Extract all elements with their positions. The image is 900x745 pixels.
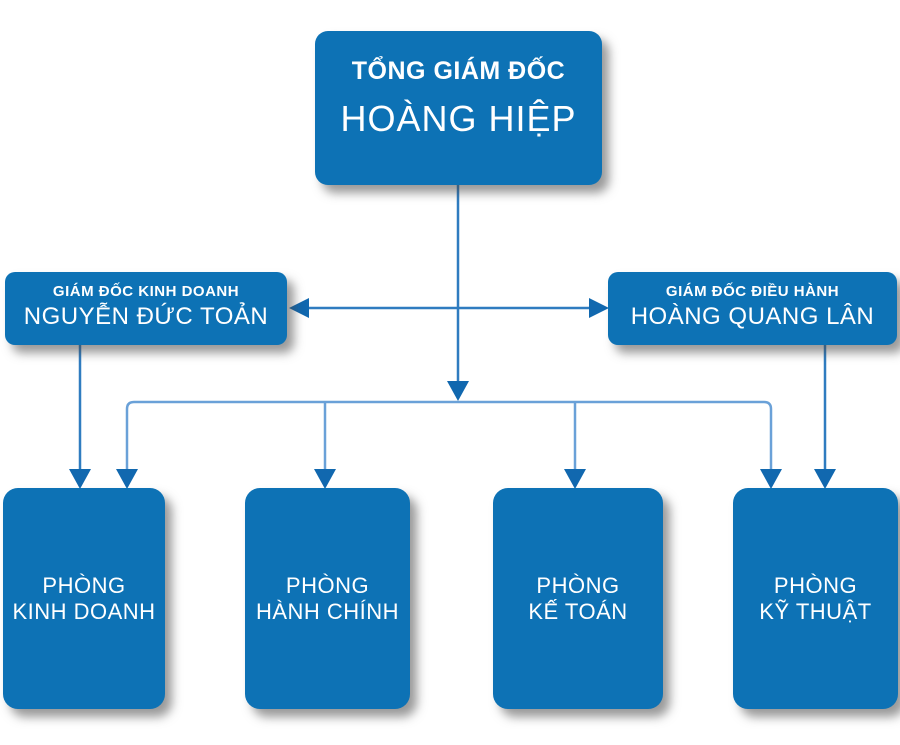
dept-ky-thuat-box: PHÒNG KỸ THUẬT: [733, 488, 898, 709]
dept-hanh-chinh-line1: PHÒNG: [285, 573, 370, 599]
dept-hanh-chinh-line2: HÀNH CHÍNH: [255, 598, 400, 624]
dept-ke-toan-box: PHÒNG KẾ TOÁN: [493, 488, 663, 709]
manager-sales-title: GIÁM ĐỐC KINH DOANH: [52, 282, 240, 300]
connector-distribution-rail: [125, 400, 773, 470]
ceo-name: HOÀNG HIỆP: [340, 97, 577, 139]
ceo-title: TỔNG GIÁM ĐỐC: [351, 56, 566, 85]
arrowhead-dept2-icon: [314, 469, 336, 489]
dept-ke-toan-line1: PHÒNG: [536, 573, 620, 599]
arrowhead-dept1-rail-icon: [116, 469, 138, 489]
manager-operations-box: GIÁM ĐỐC ĐIỀU HÀNH HOÀNG QUANG LÂN: [608, 272, 897, 345]
arrowhead-right-icon: [589, 298, 609, 318]
dept-kinh-doanh-line1: PHÒNG: [42, 573, 126, 599]
dept-kinh-doanh-line2: KINH DOANH: [12, 598, 156, 624]
ceo-box: TỔNG GIÁM ĐỐC HOÀNG HIỆP: [315, 31, 602, 185]
dept-kinh-doanh-box: PHÒNG KINH DOANH: [3, 488, 165, 709]
manager-operations-title: GIÁM ĐỐC ĐIỀU HÀNH: [665, 282, 840, 300]
arrowhead-dept4-direct-icon: [814, 469, 836, 489]
arrowhead-dept4-rail-icon: [760, 469, 782, 489]
dept-ke-toan-line2: KẾ TOÁN: [528, 598, 628, 624]
arrowhead-left-icon: [289, 298, 309, 318]
arrowhead-dept3-icon: [564, 469, 586, 489]
arrowhead-hub-down-icon: [447, 381, 469, 401]
dept-ky-thuat-line1: PHÒNG: [773, 573, 858, 599]
arrowhead-dept1-direct-icon: [69, 469, 91, 489]
dept-ky-thuat-line2: KỸ THUẬT: [759, 598, 872, 624]
manager-operations-name: HOÀNG QUANG LÂN: [630, 302, 875, 330]
manager-sales-name: NGUYỄN ĐỨC TOẢN: [23, 302, 269, 330]
manager-sales-box: GIÁM ĐỐC KINH DOANH NGUYỄN ĐỨC TOẢN: [5, 272, 287, 345]
dept-hanh-chinh-box: PHÒNG HÀNH CHÍNH: [245, 488, 410, 709]
